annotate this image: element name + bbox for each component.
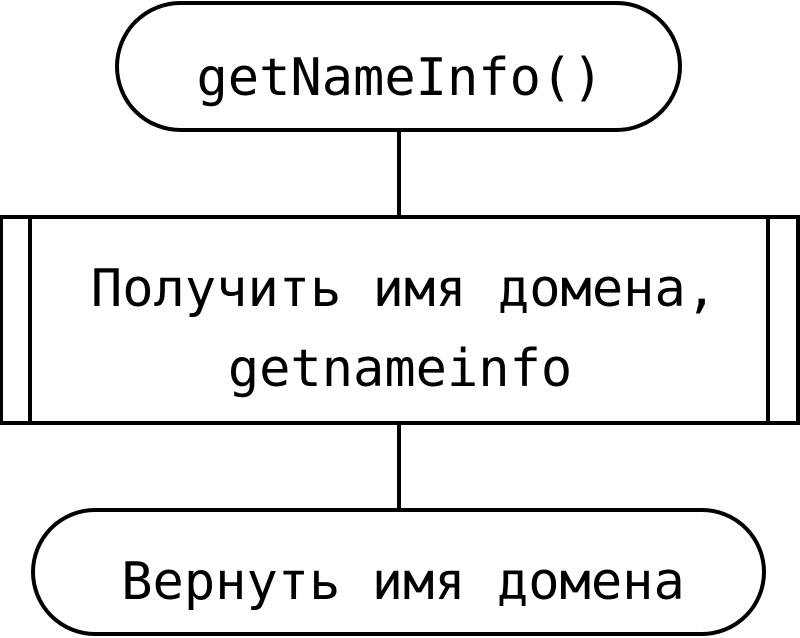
process-box-shape <box>0 215 800 425</box>
end-terminator-shape <box>31 508 766 636</box>
process-label-line2: getnameinfo <box>228 339 572 399</box>
start-terminator-shape <box>115 1 682 132</box>
process-label-line1: Получить имя домена, <box>91 259 717 319</box>
end-terminator-label: Вернуть имя домена <box>121 552 685 612</box>
start-terminator-label: getNameInfo() <box>197 48 604 108</box>
